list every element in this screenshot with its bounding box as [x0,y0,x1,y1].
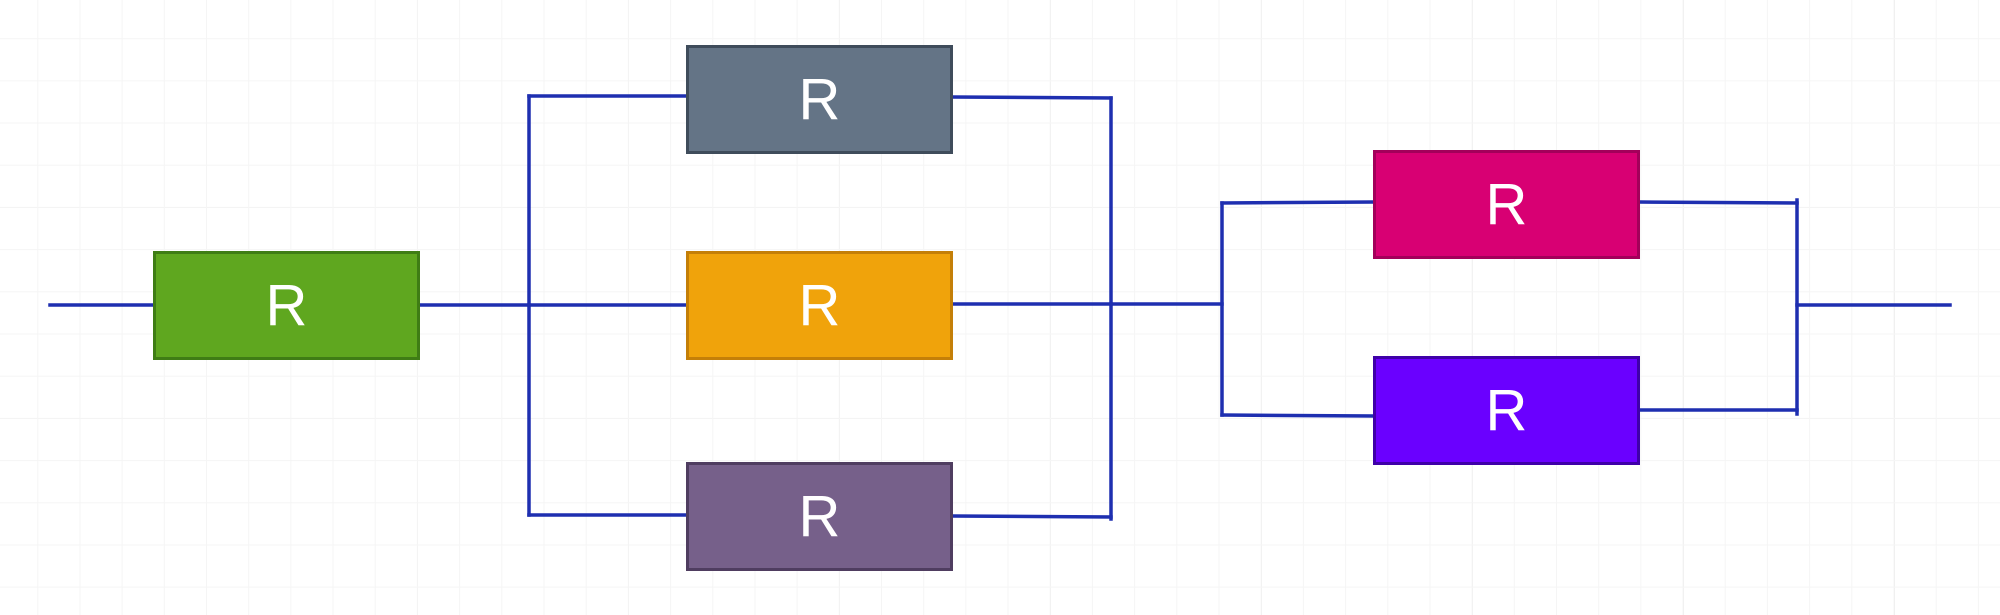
resistor-parallel-middle[interactable]: R [686,251,953,360]
wire-bank1-top-out [951,95,1113,100]
resistor-series-green[interactable]: R [153,251,420,360]
wire-bank2-top-in [1220,200,1375,205]
resistor-label: R [1485,171,1528,237]
resistor-label: R [798,272,841,338]
resistor-label: R [265,272,308,338]
resistor-parallel-bottom[interactable]: R [686,462,953,571]
resistor-label: R [798,483,841,549]
resistor-label: R [798,66,841,132]
resistor-bank2-top[interactable]: R [1373,150,1640,259]
resistor-label: R [1485,377,1528,443]
resistor-parallel-top[interactable]: R [686,45,953,154]
wire-bank1-bot-out [951,514,1113,519]
wire-bank2-top-out [1638,200,1799,205]
wire-bank2-bot-in [1220,413,1375,418]
resistor-bank2-bottom[interactable]: R [1373,356,1640,465]
